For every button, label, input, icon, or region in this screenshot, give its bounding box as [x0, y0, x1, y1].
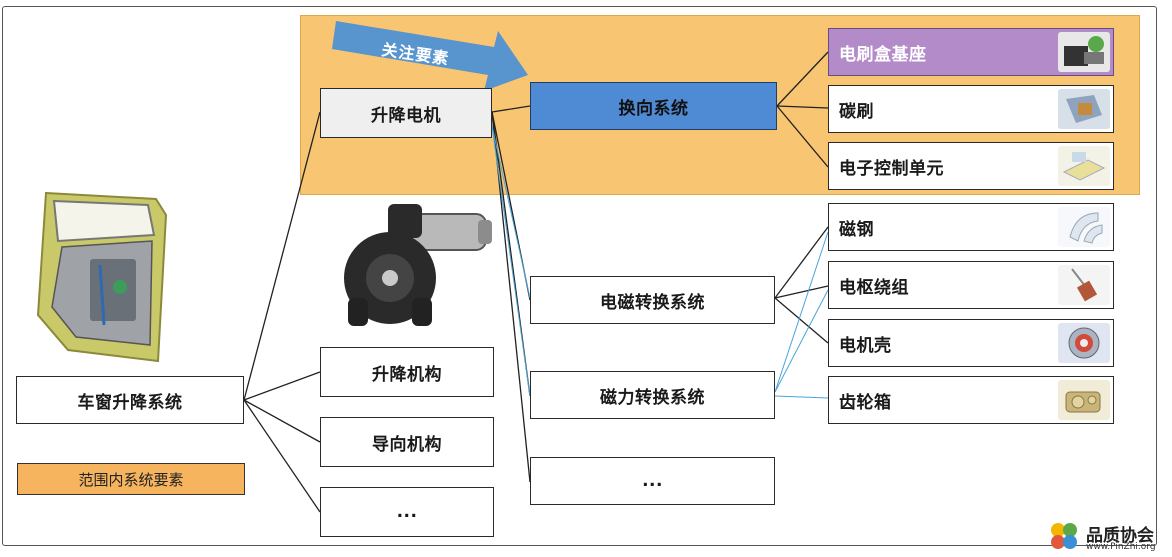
node-commutation-system: 换向系统: [530, 82, 777, 130]
watermark-url: www.PinZhi.org: [1086, 542, 1156, 552]
node-electromagnetic-conversion: 电磁转换系统: [530, 276, 775, 324]
root-node-window-lift-system: 车窗升降系统: [16, 376, 244, 424]
car-door-image: [36, 191, 168, 363]
node-lift-motor: 升降电机: [320, 88, 492, 138]
node-lift-mechanism: 升降机构: [320, 347, 494, 397]
brush-box-base-thumb: [1058, 32, 1110, 72]
legend-in-scope-elements: 范围内系统要素: [17, 463, 245, 495]
watermark-title: 品质协会: [1086, 526, 1154, 546]
carbon-brush-thumb: [1058, 89, 1110, 129]
focus-arrow: [332, 21, 528, 91]
housing-thumb: [1058, 323, 1110, 363]
pinzhi-logo-icon: [1051, 523, 1077, 549]
node-level2-more: ...: [530, 457, 775, 505]
node-magnetic-force-conversion: 磁力转换系统: [530, 371, 775, 419]
armature-thumb: [1058, 265, 1110, 305]
gearbox-thumb: [1058, 380, 1110, 420]
magnet-thumb: [1058, 207, 1110, 247]
node-level1-more: ...: [320, 487, 494, 537]
node-guide-mechanism: 导向机构: [320, 417, 494, 467]
pinzhi-watermark: 品质协会 www.PinZhi.org: [1046, 518, 1170, 554]
ecu-thumb: [1058, 146, 1110, 186]
window-motor-image: [344, 204, 492, 326]
